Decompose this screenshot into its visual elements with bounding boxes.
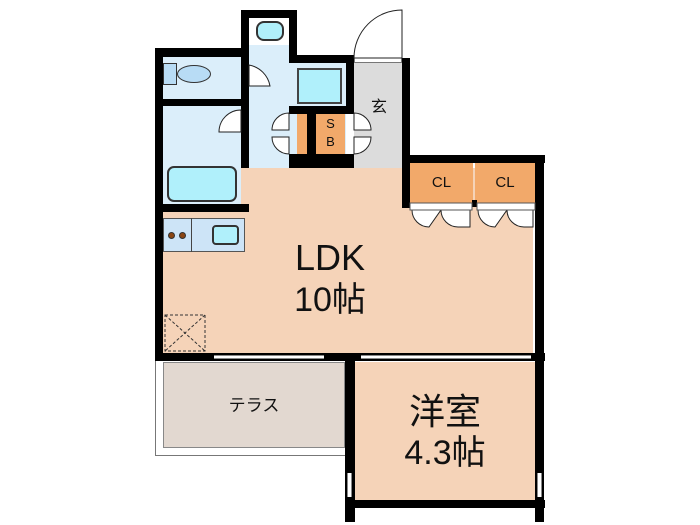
wall — [155, 99, 245, 106]
ldk-name: LDK — [294, 237, 366, 278]
wall — [155, 204, 249, 212]
shoe-box-label-s: S — [326, 116, 335, 131]
window — [537, 473, 542, 497]
washing-machine-icon — [297, 68, 342, 104]
wall — [307, 114, 316, 154]
wall — [346, 55, 354, 108]
entrance-name: 玄 — [370, 99, 387, 116]
wall — [241, 10, 249, 168]
entrance-door-icon — [353, 9, 403, 59]
western-room-floor — [355, 362, 535, 502]
counter-divider — [191, 218, 192, 252]
wall — [345, 353, 355, 522]
wall — [535, 155, 544, 522]
wall — [345, 500, 545, 508]
wall — [402, 155, 545, 163]
closet-2 — [475, 163, 535, 203]
shoe-box-side — [297, 114, 307, 154]
wall — [155, 48, 247, 57]
sink-top-icon — [256, 21, 284, 41]
wall — [241, 10, 297, 18]
terrace-name: テラス — [228, 396, 280, 415]
wall — [289, 55, 354, 63]
terrace-floor — [163, 362, 345, 448]
wall — [472, 200, 477, 207]
wall — [289, 10, 297, 62]
kitchen-sink-icon — [212, 225, 239, 245]
western-room-name: 洋室 — [408, 391, 481, 432]
window — [347, 473, 352, 497]
western-room-size: 4.3帖 — [404, 434, 486, 472]
toilet-tank-icon — [163, 63, 177, 85]
wall — [402, 58, 410, 208]
toilet-bowl-icon — [177, 65, 211, 83]
closet-2-label: CL — [495, 174, 515, 191]
window — [214, 355, 324, 359]
wall — [289, 106, 354, 114]
window — [361, 355, 531, 359]
ldk-size: 10帖 — [294, 281, 366, 319]
shoe-box-label-b: B — [326, 134, 335, 149]
wall — [289, 154, 354, 168]
shoe-box — [316, 114, 345, 154]
bathtub-icon — [167, 166, 237, 202]
closet-1 — [410, 163, 473, 203]
stove-burner-icon — [179, 232, 186, 239]
storage-hatch-icon — [164, 314, 206, 352]
closet-1-label: CL — [431, 174, 452, 191]
stove-burner-icon — [168, 232, 175, 239]
